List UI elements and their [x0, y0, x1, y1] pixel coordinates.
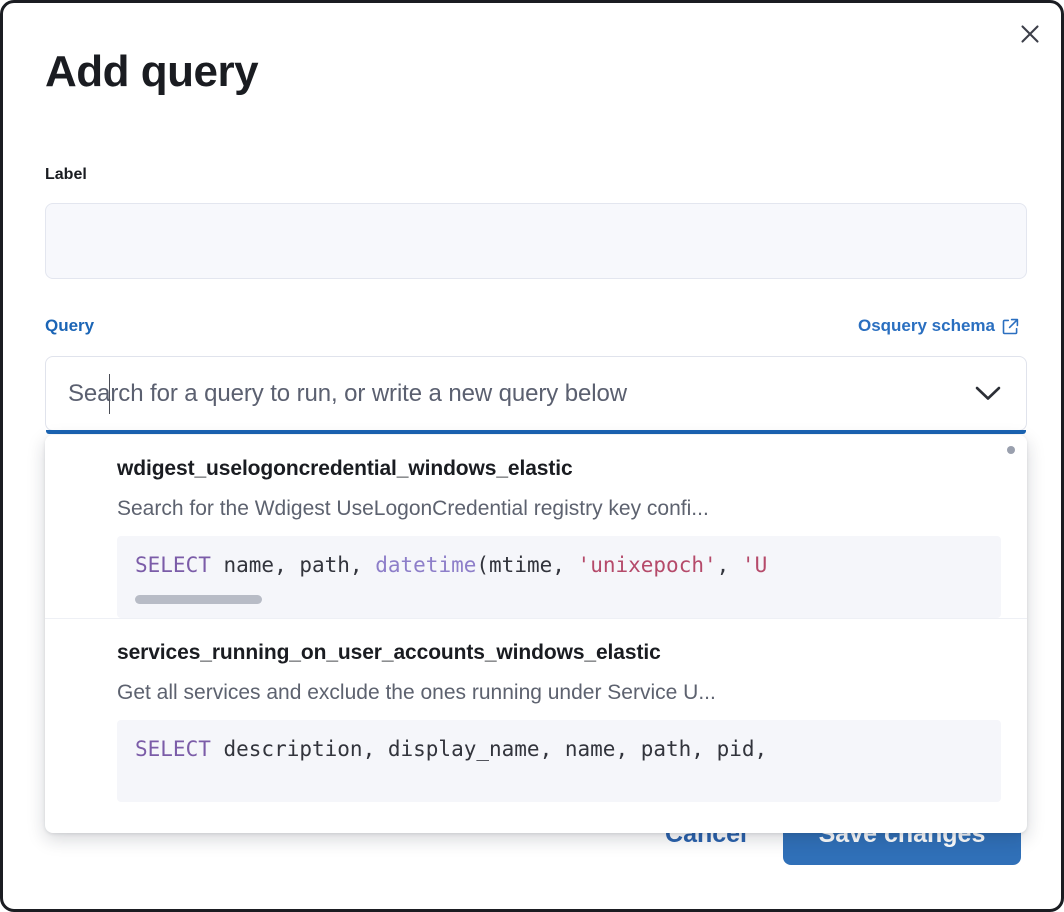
suggestion-title: services_running_on_user_accounts_window…: [117, 641, 661, 665]
query-combobox[interactable]: Search for a query to run, or write a ne…: [45, 356, 1027, 434]
page-title: Add query: [45, 47, 259, 96]
suggestion-code-text: SELECT name, path, datetime(mtime, 'unix…: [135, 553, 768, 578]
external-link-icon: [1002, 318, 1019, 335]
close-icon: [1019, 23, 1041, 45]
query-field-caption: Query: [45, 316, 95, 335]
suggestion-code-block: SELECT description, display_name, name, …: [117, 720, 1001, 803]
suggestion-description: Search for the Wdigest UseLogonCredentia…: [117, 497, 709, 521]
label-field-caption: Label: [45, 166, 87, 183]
query-suggestions-dropdown: wdigest_uselogoncredential_windows_elast…: [45, 435, 1027, 833]
suggestion-code-block: SELECT name, path, datetime(mtime, 'unix…: [117, 536, 1001, 619]
chevron-down-icon[interactable]: [974, 385, 1002, 402]
suggestion-description: Get all services and exclude the ones ru…: [117, 681, 716, 705]
suggestion-code-text: SELECT description, display_name, name, …: [135, 737, 768, 762]
text-caret: [109, 374, 110, 414]
code-horizontal-scrollbar[interactable]: [135, 595, 262, 605]
list-item[interactable]: wdigest_uselogoncredential_windows_elast…: [45, 435, 1027, 619]
osquery-schema-link-label: Osquery schema: [857, 316, 995, 335]
close-button[interactable]: [1013, 17, 1047, 51]
osquery-schema-link[interactable]: Osquery schema: [858, 316, 1019, 336]
list-item[interactable]: services_running_on_user_accounts_window…: [45, 618, 1027, 803]
query-combobox-placeholder: Search for a query to run, or write a ne…: [68, 379, 627, 407]
label-input[interactable]: [45, 203, 1027, 279]
suggestion-title: wdigest_uselogoncredential_windows_elast…: [117, 457, 573, 480]
dropdown-scrollbar[interactable]: [1007, 446, 1015, 454]
